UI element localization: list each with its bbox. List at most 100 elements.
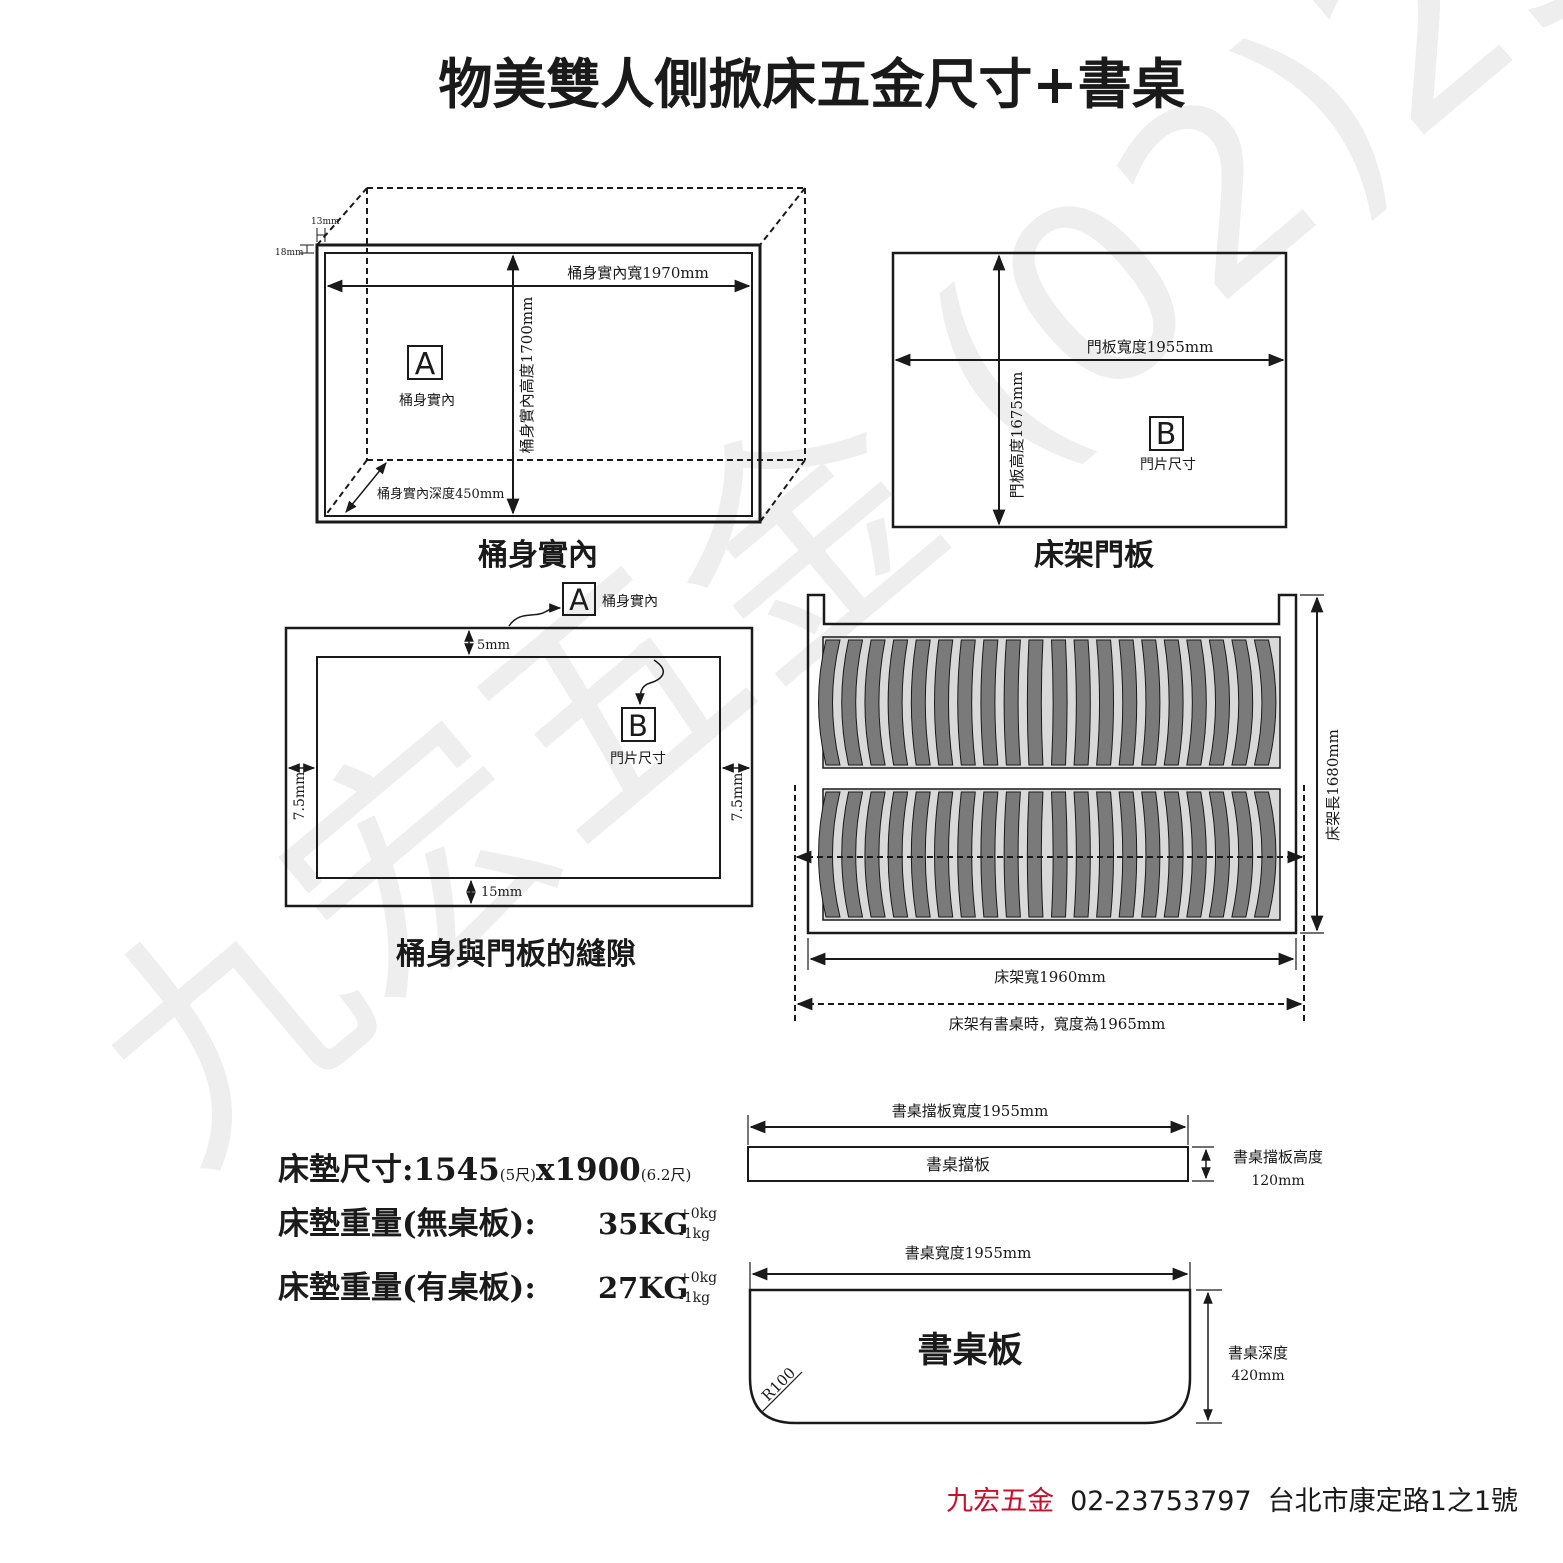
desk-baffle-diagram: 書桌擋板寬度1955mm 書桌擋板 書桌擋板高度 120mm bbox=[747, 1102, 1323, 1189]
slat bbox=[841, 639, 864, 766]
inner-depth-label: 桶身實內深度450mm bbox=[377, 486, 504, 502]
watermark-text: 九宏五金 (02)23753797 bbox=[41, 0, 1563, 1215]
mattress-length-unit: (6.2尺) bbox=[641, 1166, 692, 1184]
inner-depth-arrow bbox=[345, 462, 387, 513]
footer-phone: 02-23753797 bbox=[1070, 1486, 1252, 1517]
weight-no-desk-label: 床墊重量(無桌板): bbox=[278, 1206, 536, 1242]
mattress-x: x bbox=[536, 1152, 555, 1188]
desk-width-label: 書桌寬度1955mm bbox=[905, 1244, 1032, 1262]
page-title: 物美雙人側掀床五金尺寸+書桌 bbox=[438, 52, 1185, 116]
persp-bl bbox=[324, 459, 368, 517]
footer-company: 九宏五金 bbox=[946, 1486, 1054, 1517]
badge-a-box bbox=[407, 345, 443, 380]
gap-bottom-label: 15mm bbox=[481, 885, 522, 900]
slat bbox=[1003, 791, 1021, 918]
weight-no-desk-value: 35KG bbox=[598, 1207, 688, 1241]
watermark: 九宏五金 (02)23753797 bbox=[41, 0, 1563, 1215]
baffle-label: 書桌擋板 bbox=[926, 1155, 990, 1174]
inner-height-label: 桶身實內高度1700mm bbox=[518, 297, 536, 454]
desk-board-shape bbox=[748, 1288, 1192, 1425]
slat bbox=[1118, 639, 1138, 766]
gap-badge-b-label: 門片尺寸 bbox=[610, 751, 666, 767]
door-panel-rect bbox=[891, 251, 1288, 529]
frame-length-label: 床架長1680mm bbox=[1324, 729, 1342, 841]
frame-width-label: 床架寬1960mm bbox=[994, 968, 1106, 986]
gap-caption: 桶身與門板的縫隙 bbox=[396, 937, 636, 972]
gap-diagram: A 桶身實內 B 門片尺寸 5mm 15mm 7.5mm 7.5mm bbox=[284, 582, 754, 908]
baffle-height-value: 120mm bbox=[1251, 1173, 1304, 1189]
weight-with-desk-tol-plus: +0kg bbox=[679, 1270, 717, 1286]
bed-frame-diagram: 床架長1680mm 床架寬1960mm 床架有書桌時，寬度為1965mm bbox=[794, 593, 1342, 1033]
bed-frame-outline bbox=[806, 593, 1298, 935]
thickness-side-label: 18mm bbox=[275, 248, 304, 258]
body-outer-rect bbox=[315, 243, 762, 524]
slat bbox=[1096, 639, 1115, 766]
slat bbox=[1003, 639, 1021, 766]
gap-right-label: 7.5mm bbox=[730, 773, 746, 822]
slat bbox=[957, 639, 976, 766]
slat bbox=[980, 791, 999, 918]
gap-badge-b-box bbox=[621, 707, 656, 742]
body-inner-caption: 桶身實內 bbox=[478, 538, 598, 573]
badge-b-letter: B bbox=[1156, 417, 1177, 452]
spec-block: 床墊尺寸:1545(5尺)x1900(6.2尺) 床墊重量(無桌板): 35KG… bbox=[278, 1152, 717, 1306]
gap-outer-rect bbox=[284, 626, 754, 908]
inner-width-label: 桶身實內寬1970mm bbox=[567, 264, 709, 282]
thickness-top-label: 13mm bbox=[311, 217, 340, 227]
gap-left-label: 7.5mm bbox=[292, 772, 308, 821]
desk-board-label: 書桌板 bbox=[917, 1330, 1022, 1371]
gap-badge-b-letter: B bbox=[628, 709, 648, 743]
weight-with-desk-value: 27KG bbox=[598, 1271, 688, 1305]
slats-top bbox=[818, 639, 1277, 766]
slat bbox=[1073, 791, 1091, 918]
slat bbox=[1253, 639, 1277, 766]
weight-no-desk-tol-plus: +0kg bbox=[679, 1206, 717, 1222]
slat bbox=[1050, 791, 1068, 918]
desk-depth-value: 420mm bbox=[1231, 1368, 1284, 1384]
mattress-length: 1900 bbox=[554, 1152, 640, 1188]
slat bbox=[980, 639, 999, 766]
frame-with-desk-label: 床架有書桌時，寬度為1965mm bbox=[949, 1015, 1166, 1033]
mattress-width-unit: (5尺) bbox=[500, 1166, 536, 1184]
slat bbox=[934, 639, 954, 766]
slat bbox=[910, 639, 931, 766]
weight-with-desk-label: 床墊重量(有桌板): bbox=[278, 1270, 536, 1306]
slat bbox=[1141, 639, 1161, 766]
gap-badge-a-box bbox=[562, 582, 596, 616]
slat bbox=[1073, 639, 1091, 766]
door-height-label: 門板高度1675mm bbox=[1008, 372, 1026, 499]
footer: 九宏五金 02-23753797 台北市康定路1之1號 bbox=[946, 1486, 1518, 1517]
slat bbox=[864, 639, 886, 766]
mattress-width: 1545 bbox=[413, 1152, 499, 1188]
weight-with-desk-tol-minus: -1kg bbox=[679, 1290, 710, 1306]
mattress-size-label: 床墊尺寸: bbox=[278, 1152, 413, 1188]
persp-tr bbox=[759, 187, 806, 246]
slat bbox=[1026, 791, 1044, 918]
gap-badge-a-letter: A bbox=[569, 583, 589, 617]
door-panel-diagram: 門板寬度1955mm 門板高度1675mm B 門片尺寸 bbox=[891, 251, 1288, 529]
desk-radius-label: R100 bbox=[758, 1364, 799, 1405]
slat bbox=[1208, 639, 1231, 766]
badge-b-label: 門片尺寸 bbox=[1140, 457, 1196, 473]
badge-b-box bbox=[1149, 416, 1184, 451]
baffle-rect bbox=[747, 1146, 1189, 1182]
slat bbox=[818, 639, 841, 766]
slat bbox=[1231, 639, 1254, 766]
gap-inner-rect bbox=[316, 656, 721, 879]
slat bbox=[887, 639, 909, 766]
baffle-height-label: 書桌擋板高度 bbox=[1233, 1148, 1323, 1166]
persp-br bbox=[759, 459, 806, 523]
weight-no-desk-tol-minus: -1kg bbox=[679, 1226, 710, 1242]
slat bbox=[1186, 639, 1207, 766]
body-inner-diagram: 13mm 18mm 桶身實內寬1970mm 桶身實內高度1700mm 桶身實內深… bbox=[275, 187, 806, 524]
desk-depth-label: 書桌深度 bbox=[1228, 1344, 1288, 1362]
footer-address: 台北市康定路1之1號 bbox=[1268, 1486, 1518, 1517]
body-inner-rect bbox=[324, 252, 753, 517]
slat bbox=[1026, 639, 1044, 766]
gap-top-label: 5mm bbox=[477, 638, 510, 653]
badge-a-letter: A bbox=[415, 347, 436, 382]
gap-badge-a-label: 桶身實內 bbox=[602, 593, 658, 610]
slat bbox=[1096, 791, 1115, 918]
